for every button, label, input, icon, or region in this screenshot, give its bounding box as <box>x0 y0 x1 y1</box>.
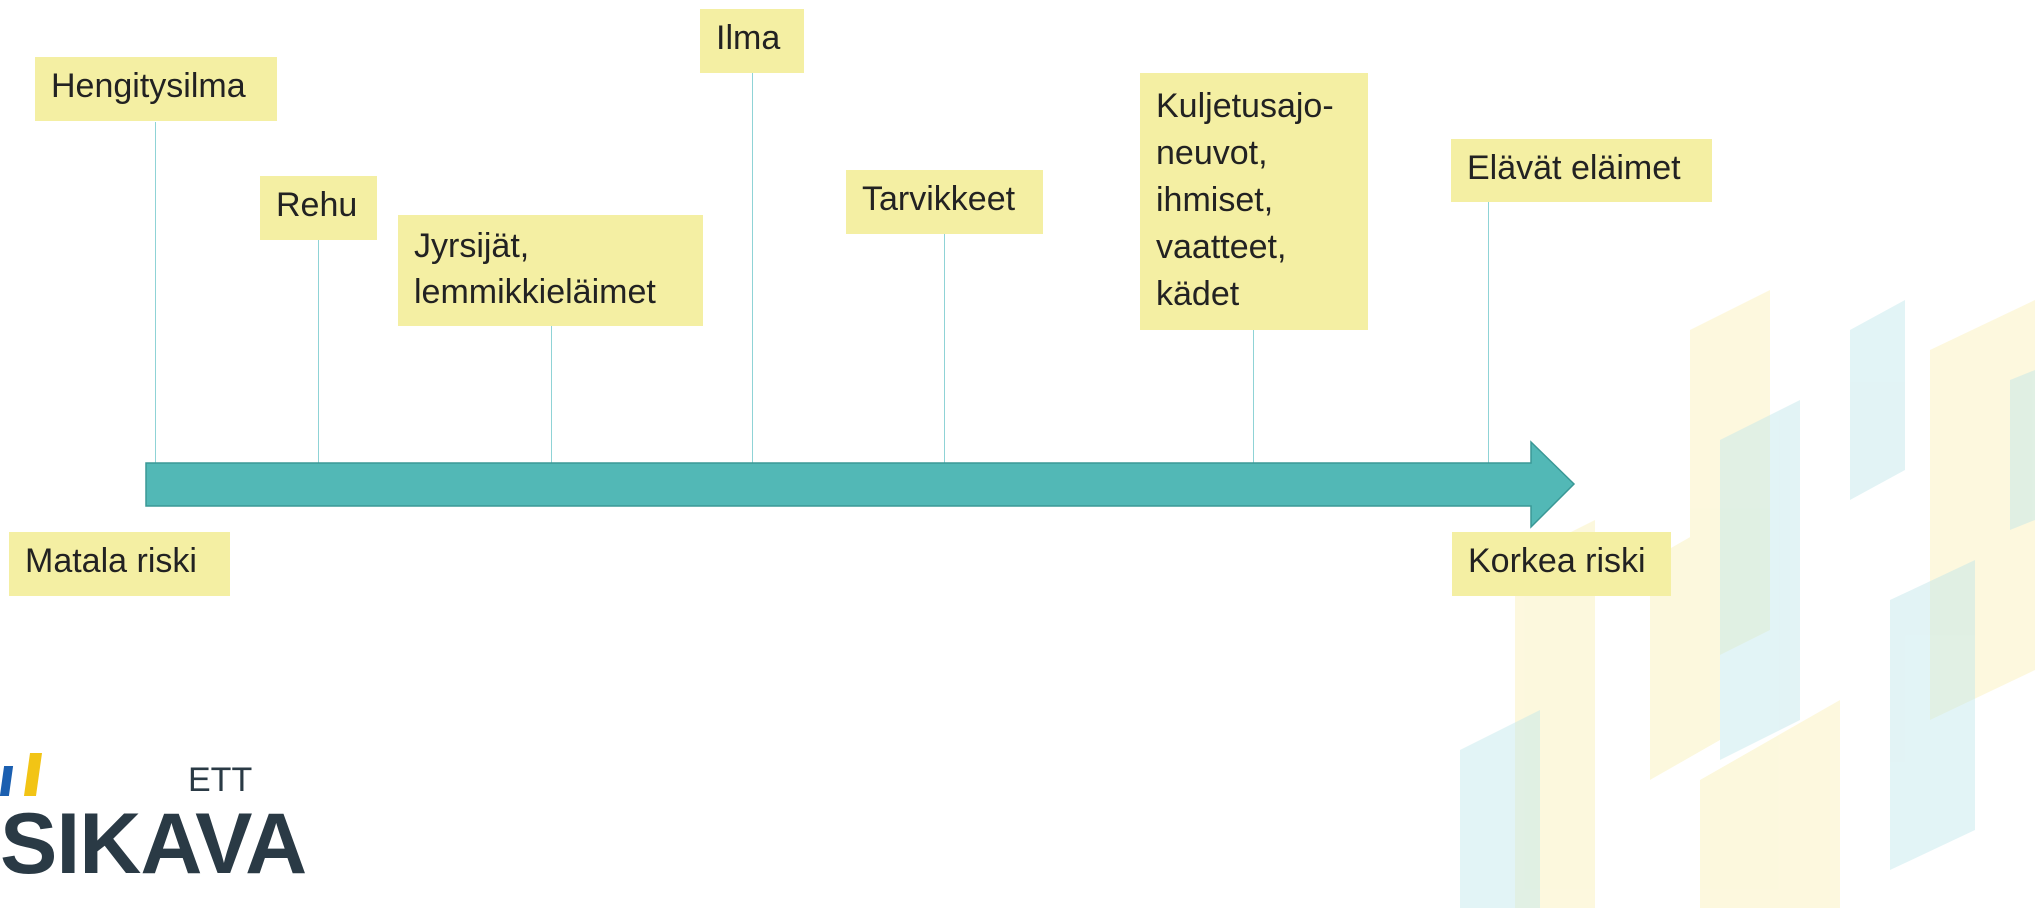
label-elavat: Elävät eläimet <box>1451 139 1712 202</box>
connector-hengitysilma <box>155 122 156 463</box>
connector-elavat <box>1488 202 1489 463</box>
label-rehu: Rehu <box>260 176 377 240</box>
label-jyrsijat: Jyrsijät, lemmikkieläimet <box>398 215 703 326</box>
label-tarvikkeet: Tarvikkeet <box>846 170 1043 234</box>
label-kuljetus: Kuljetusajo-neuvot, ihmiset, vaatteet, k… <box>1140 73 1368 330</box>
connector-tarvikkeet <box>944 234 945 463</box>
logo-mark-yellow <box>23 753 43 796</box>
label-high-risk: Korkea riski <box>1452 532 1671 596</box>
label-hengitysilma: Hengitysilma <box>35 57 277 121</box>
connector-ilma <box>752 73 753 463</box>
logo-subtitle: ETT <box>188 761 253 799</box>
connector-kuljetus <box>1253 330 1254 463</box>
label-ilma: Ilma <box>700 9 804 73</box>
label-low-risk: Matala riski <box>9 532 230 596</box>
connector-jyrsijat <box>551 326 552 463</box>
logo-mark-blue <box>0 766 14 796</box>
sikava-logo: ETT SIKAVA <box>0 750 307 900</box>
connector-rehu <box>318 240 319 463</box>
logo-wordmark: SIKAVA <box>0 796 307 892</box>
